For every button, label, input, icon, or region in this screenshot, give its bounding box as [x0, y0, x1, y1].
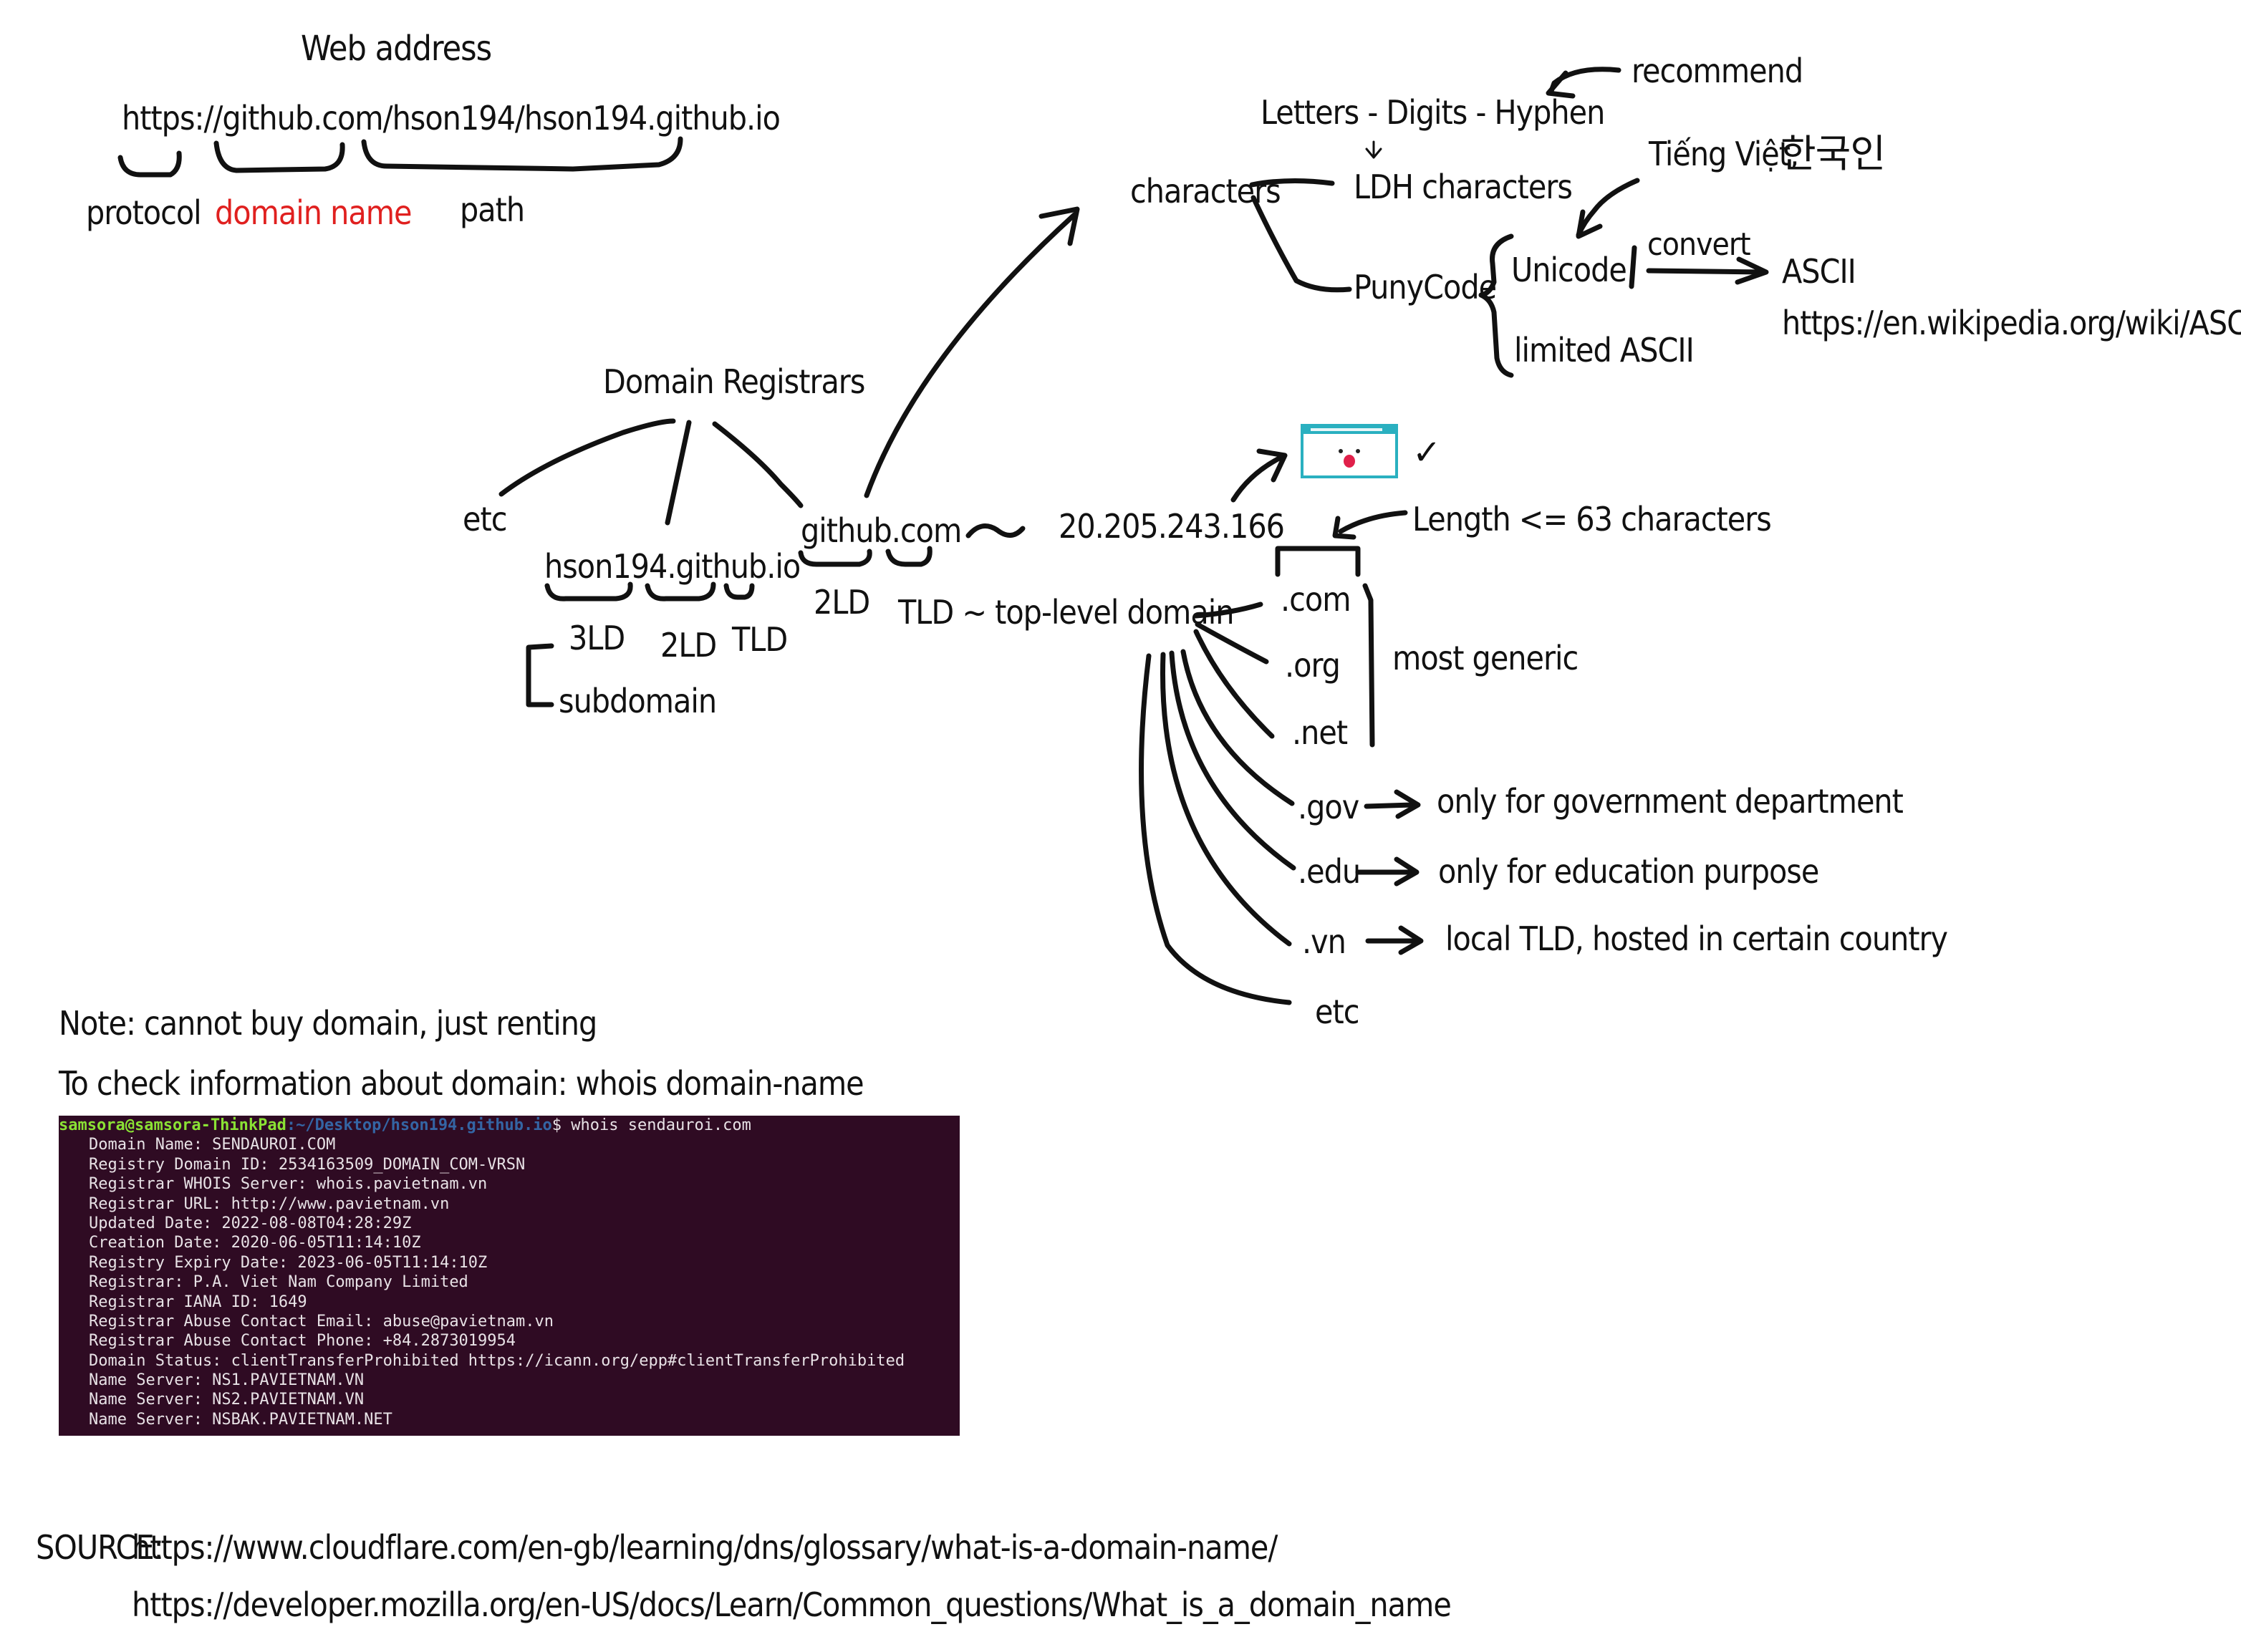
tld-item-vn: .vn — [1302, 922, 1346, 961]
tld-label: TLD — [732, 620, 788, 659]
note-whois: To check information about domain: whois… — [59, 1064, 864, 1103]
brace-protocol — [117, 150, 182, 178]
brace-github-tld — [885, 546, 932, 567]
path-label: path — [460, 190, 525, 229]
ip-address-label: 20.205.243.166 — [1059, 507, 1285, 546]
terminal-line: Registrar Abuse Contact Phone: +84.28730… — [89, 1332, 516, 1351]
ascii-url-label: https://en.wikipedia.org/wiki/ASCII — [1782, 304, 2241, 342]
terminal-command: $ whois sendauroi.com — [551, 1116, 751, 1134]
edge-tld-org — [1195, 622, 1269, 665]
browser-window-icon — [1301, 424, 1398, 478]
edge-tld-net — [1193, 629, 1275, 739]
limited-ascii-label: limited ASCII — [1514, 331, 1695, 369]
unicode-label: Unicode — [1511, 251, 1627, 289]
edge-characters-ldh — [1249, 178, 1335, 188]
edge-registrar-github — [712, 421, 804, 508]
terminal-line: Registry Expiry Date: 2023-06-05T11:14:1… — [89, 1253, 488, 1272]
bracket-subdomain — [526, 643, 554, 707]
terminal-line: Name Server: NS1.PAVIETNAM.VN — [89, 1371, 365, 1390]
arrow-convert — [1646, 268, 1765, 275]
ldh-definition: Letters - Digits - Hyphen — [1261, 93, 1605, 132]
edge-tld-vn — [1160, 652, 1292, 947]
edge-tld-com — [1193, 602, 1263, 619]
github-2ld-label: 2LD — [814, 583, 870, 622]
example-domain-label: hson194.github.io — [544, 547, 801, 586]
level3-label: 3LD — [569, 619, 625, 657]
terminal-line: Name Server: NSBAK.PAVIETNAM.NET — [89, 1410, 392, 1429]
tld-item-edu: .edu — [1298, 852, 1361, 891]
vn-note: local TLD, hosted in certain country — [1445, 919, 1948, 958]
terminal-line: Registrar: P.A. Viet Nam Company Limited — [89, 1273, 468, 1292]
ldh-characters-label: LDH characters — [1354, 168, 1573, 206]
level2-label: 2LD — [660, 626, 717, 665]
domain-registrars-title: Domain Registrars — [603, 362, 865, 401]
brace-domain — [213, 140, 345, 173]
edge-tld-etc — [1139, 653, 1292, 1005]
recommend-label: recommend — [1632, 52, 1803, 90]
terminal-line: Creation Date: 2020-06-05T11:14:10Z — [89, 1234, 421, 1252]
source-url-mozilla[interactable]: https://developer.mozilla.org/en-US/docs… — [132, 1585, 1452, 1624]
domain-name-label: domain name — [215, 193, 413, 232]
protocol-label: protocol — [86, 193, 202, 232]
arrow-ip-browser — [1230, 454, 1285, 503]
terminal-line: Registrar WHOIS Server: whois.pavietnam.… — [89, 1175, 488, 1194]
subdomain-label: subdomain — [559, 682, 717, 720]
gov-note: only for government department — [1437, 782, 1904, 821]
ascii-label: ASCII — [1782, 252, 1856, 291]
terminal-prompt-user: samsora@samsora-ThinkPad — [59, 1116, 286, 1134]
terminal-line: Domain Name: SENDAUROI.COM — [89, 1136, 336, 1154]
tld-item-net: .net — [1292, 713, 1348, 752]
length-rule-label: Length <= 63 characters — [1412, 500, 1772, 538]
bracket-generic — [1362, 583, 1375, 748]
convert-label: convert — [1647, 226, 1751, 263]
punycode-label: PunyCode — [1354, 268, 1497, 306]
brace-2ld — [645, 581, 716, 602]
terminal-line: Domain Status: clientTransferProhibited … — [89, 1351, 905, 1370]
github-domain-label: github.com — [801, 511, 962, 550]
tld-item-com: .com — [1281, 580, 1351, 619]
arrow-length — [1338, 510, 1408, 534]
tld-item-org: .org — [1285, 646, 1341, 685]
examples-korean-label: 한국인 — [1780, 131, 1886, 176]
tld-item-gov: .gov — [1298, 788, 1359, 826]
edge-tld-edu — [1169, 650, 1296, 871]
registrar-etc-label: etc — [463, 500, 507, 538]
tld-item-etc: etc — [1315, 992, 1359, 1031]
brace-path — [361, 136, 683, 172]
checkmark-icon: ✓ — [1412, 433, 1442, 473]
arrow-gov — [1364, 802, 1415, 809]
examples-label: Tiếng Việt, — [1649, 135, 1799, 173]
edge-characters-punycode — [1250, 195, 1352, 293]
terminal-line: Updated Date: 2022-08-08T04:28:29Z — [89, 1214, 412, 1232]
web-address-title: Web address — [301, 29, 492, 69]
edge-registrar-etc — [498, 418, 676, 497]
edge-tld-gov — [1180, 649, 1295, 806]
arrow-examples-unicode — [1576, 178, 1640, 238]
terminal-prompt-row: samsora@samsora-ThinkPad:~/Desktop/hson1… — [59, 1116, 960, 1135]
source-label: SOURCE: — [36, 1528, 164, 1567]
terminal-line: Registrar URL: http://www.pavietnam.vn — [89, 1194, 450, 1213]
tilde-ip — [965, 523, 1026, 538]
brace-3ld — [544, 581, 633, 602]
tld-title: TLD ~ top-level domain — [898, 593, 1234, 632]
terminal-line: Registrar Abuse Contact Email: abuse@pav… — [89, 1312, 554, 1330]
brace-tld — [723, 583, 755, 600]
arrow-github-characters — [864, 212, 1077, 498]
brace-github-2ld — [798, 549, 872, 567]
characters-label: characters — [1130, 172, 1281, 211]
terminal-line: Name Server: NS2.PAVIETNAM.VN — [89, 1391, 365, 1409]
web-address-url: https://github.com/hson194/hson194.githu… — [122, 99, 781, 137]
terminal-line: Registrar IANA ID: 1649 — [89, 1293, 307, 1311]
most-generic-label: most generic — [1392, 639, 1579, 677]
bracket-length — [1275, 546, 1361, 577]
whois-terminal-output: samsora@samsora-ThinkPad:~/Desktop/hson1… — [59, 1116, 960, 1436]
edu-note: only for education purpose — [1438, 852, 1819, 891]
edge-registrar-example — [665, 420, 692, 526]
terminal-prompt-path: :~/Desktop/hson194.github.io — [286, 1116, 552, 1134]
source-url-cloudflare[interactable]: https://www.cloudflare.com/en-gb/learnin… — [132, 1528, 1278, 1567]
brace-punycode — [1478, 233, 1514, 378]
note-renting: Note: cannot buy domain, just renting — [59, 1004, 597, 1043]
terminal-line: Registry Domain ID: 2534163509_DOMAIN_CO… — [89, 1155, 526, 1174]
